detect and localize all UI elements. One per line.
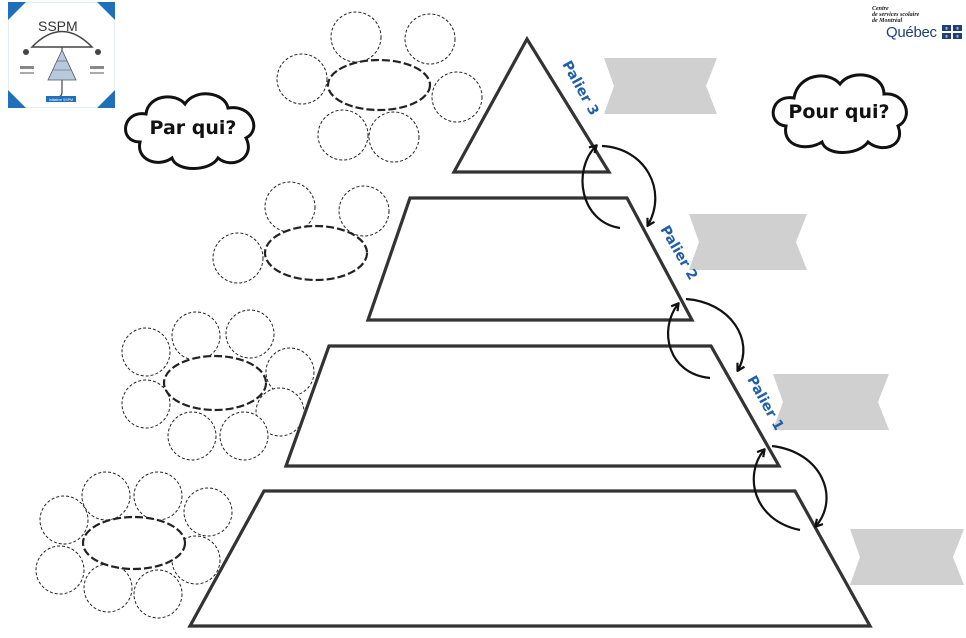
arrow-2-to-1-down: [685, 297, 745, 372]
svg-text:⚜: ⚜: [955, 34, 959, 39]
banner-base: [850, 529, 964, 585]
sspm-logo-caption: Initiative SSPM: [49, 98, 73, 102]
arrow-1-to-base-down: [771, 444, 828, 528]
svg-text:⚜: ⚜: [944, 34, 948, 39]
cloud-pour-qui: Pour qui?: [771, 73, 908, 154]
banner-palier-2: [689, 214, 807, 270]
bubble-cluster-third: [121, 309, 315, 461]
tier-third: [283, 344, 782, 468]
bubble-cluster-second: [212, 181, 390, 284]
banner-palier-1: [773, 374, 889, 430]
quebec-wordmark: Québec: [886, 24, 937, 41]
tier-top: [451, 35, 612, 174]
svg-text:⚜: ⚜: [944, 26, 948, 32]
tier-base: [187, 489, 873, 628]
bubble-cluster-bottom: [35, 471, 233, 619]
sspm-logo-acronym: SSPM: [38, 18, 78, 34]
arrow-2-to-3-up: [581, 144, 621, 230]
tier-second: [365, 196, 695, 322]
pyramid: [187, 35, 873, 628]
cssdm-line2: de services scolaire: [872, 12, 920, 18]
banners: [604, 58, 964, 585]
cloud-right-label: Pour qui?: [788, 101, 889, 123]
arrow-base-to-1-up: [752, 448, 801, 532]
arrow-1-to-2-up: [667, 302, 711, 380]
transition-arrows: [581, 144, 828, 532]
quebec-flag-icon: ⚜ ⚜ ⚜ ⚜: [942, 25, 962, 39]
sspm-logo: SSPM Initiative SSPM: [8, 2, 115, 108]
svg-text:⚜: ⚜: [955, 26, 959, 32]
cssdm-line1: Centre: [872, 6, 889, 12]
cloud-left-label: Par qui?: [150, 117, 237, 139]
banner-palier-3: [604, 58, 717, 114]
cssdm-text: Centre de services scolaire de Montréal: [872, 6, 942, 24]
cloud-par-qui: Par qui?: [124, 92, 256, 170]
bubble-cluster-top: [276, 11, 483, 163]
cssdm-line3: de Montréal: [872, 18, 903, 24]
arrow-3-to-2-down: [601, 144, 657, 227]
